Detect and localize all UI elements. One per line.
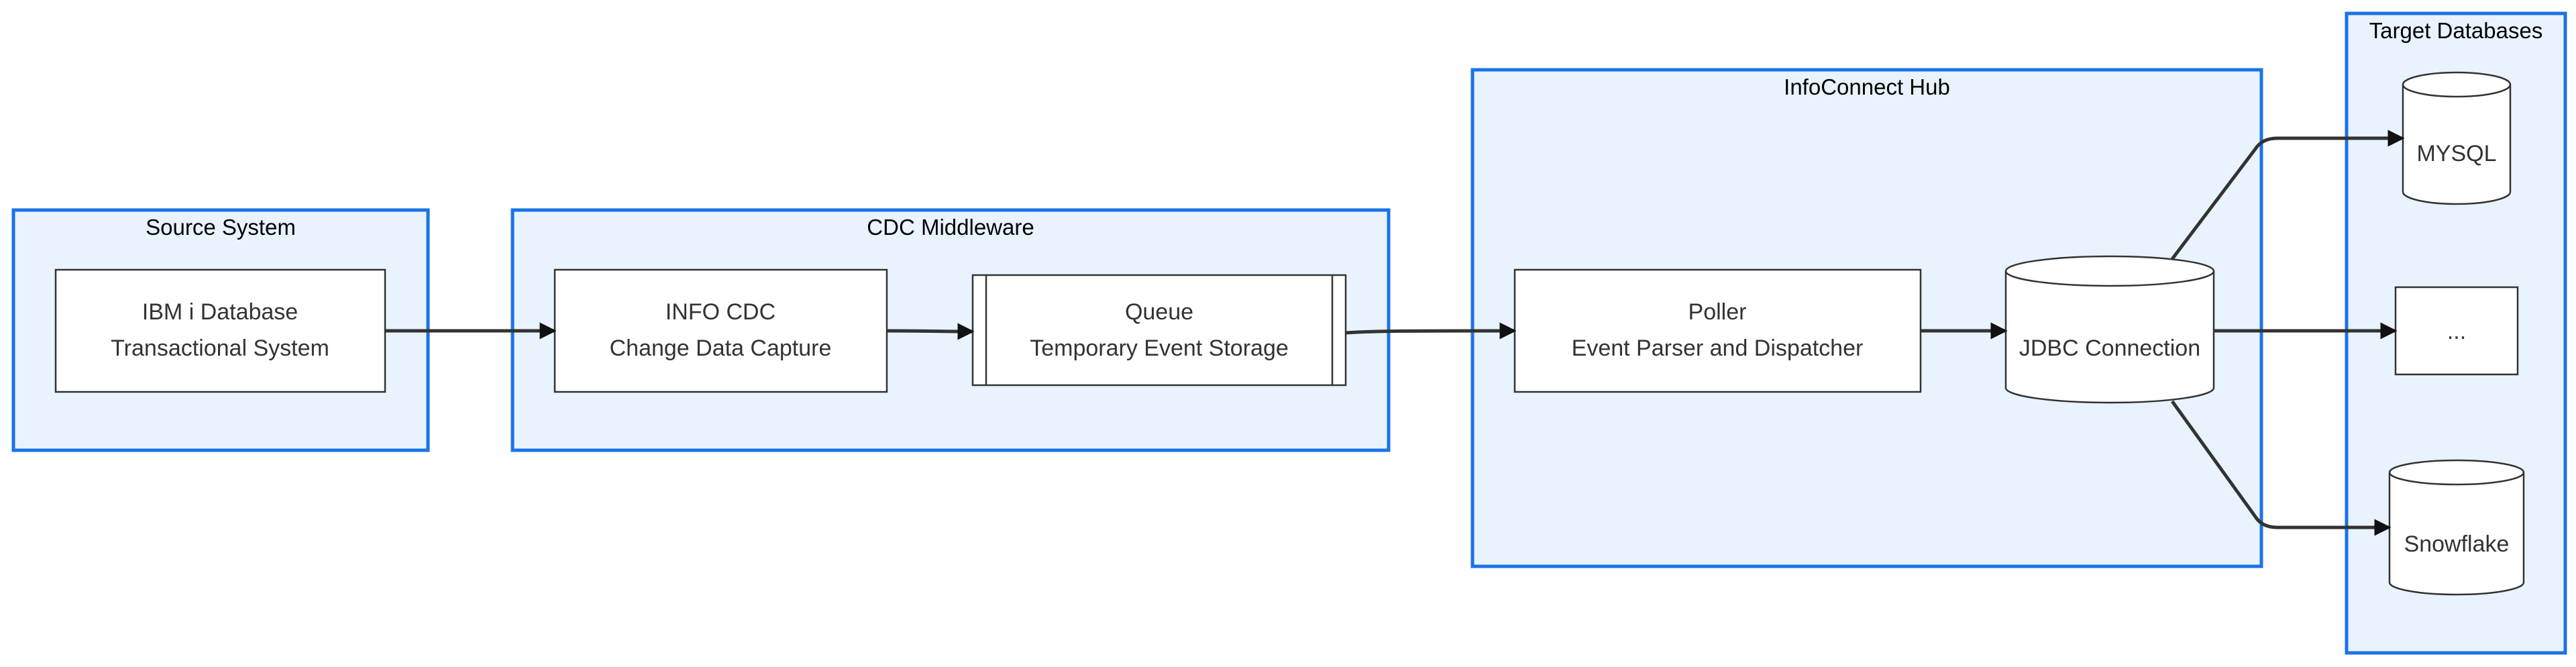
- node-queue-line1: Queue: [1125, 299, 1193, 325]
- node-queue: Queue Temporary Event Storage: [971, 274, 1347, 387]
- node-info-cdc: INFO CDC Change Data Capture: [553, 268, 888, 393]
- node-jdbc-label: JDBC Connection: [2019, 336, 2200, 361]
- node-poller-line2: Event Parser and Dispatcher: [1572, 336, 1864, 361]
- node-other-target: ...: [2394, 286, 2519, 376]
- group-title-source-system: Source System: [146, 215, 296, 240]
- edge-queue-to-poller: [1345, 322, 1517, 340]
- node-ibm-i-database: IBM i Database Transactional System: [54, 268, 386, 393]
- node-info-cdc-line1: INFO CDC: [665, 299, 775, 325]
- node-ibm-line2: Transactional System: [111, 336, 329, 361]
- edge-jdbc-to-snowflake: [2170, 400, 2392, 536]
- node-jdbc-connection: JDBC Connection: [2004, 255, 2215, 404]
- node-mysql-label: MYSQL: [2416, 141, 2496, 166]
- edge-jdbc-to-mysql: [2171, 130, 2405, 260]
- node-info-cdc-line2: Change Data Capture: [610, 336, 832, 361]
- node-snowflake-label: Snowflake: [2404, 531, 2510, 557]
- node-snowflake: Snowflake: [2388, 459, 2525, 596]
- node-ibm-line1: IBM i Database: [142, 299, 298, 325]
- node-queue-line2: Temporary Event Storage: [1030, 336, 1289, 361]
- node-other-label: ...: [2447, 319, 2466, 344]
- group-title-cdc-middleware: CDC Middleware: [867, 215, 1034, 240]
- node-poller-line1: Poller: [1688, 299, 1747, 325]
- node-mysql: MYSQL: [2402, 71, 2512, 205]
- node-poller: Poller Event Parser and Dispatcher: [1513, 268, 1922, 393]
- group-title-target-databases: Target Databases: [2369, 18, 2543, 43]
- group-title-infoconnect-hub: InfoConnect Hub: [1784, 74, 1950, 99]
